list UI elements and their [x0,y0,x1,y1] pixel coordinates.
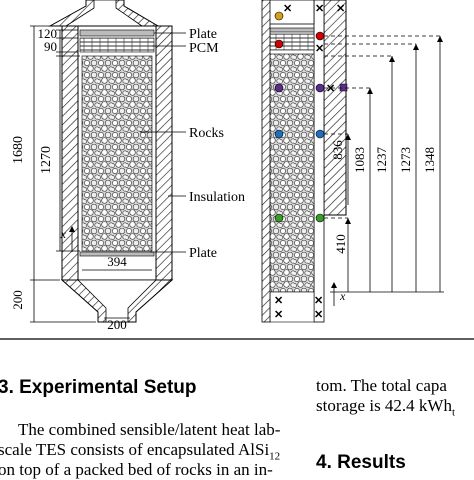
svg-text:✕: ✕ [274,309,283,321]
dim-836: 836 [330,140,345,160]
body-line-2-text: scale TES consists of encapsulated AlSi [0,440,270,459]
dim-1083: 1083 [352,147,367,173]
svg-text:✕: ✕ [326,83,335,95]
section-heading: 3. Experimental Setup [0,377,197,398]
body-line-2-subscript: 12 [269,450,281,463]
dim-1273: 1273 [398,147,413,173]
storage-figure: Plate PCM Rocks Insulation Plate 120 90 … [0,0,474,340]
dim-pcm: 90 [44,39,57,54]
label-rocks: Rocks [189,126,224,141]
dim-top-plate: 120 [38,26,58,41]
label-plate-bottom: Plate [189,246,217,261]
rock-bed [81,55,153,252]
right-insulation [323,0,347,216]
label-pcm: PCM [189,41,219,56]
dim-inner-width: 394 [107,254,127,269]
right-line-1: tom. The total capa [316,376,447,395]
label-insulation: Insulation [189,190,245,205]
svg-text:✕: ✕ [336,3,345,15]
body-line-3: on top of a packed bed of rocks in an in… [0,460,273,479]
dim-rocks: 1270 [39,146,54,174]
svg-text:✕: ✕ [314,295,323,307]
dim-outlet-width: 200 [107,317,127,332]
svg-text:✕: ✕ [274,295,283,307]
left-schematic: Plate PCM Rocks Insulation Plate 120 90 … [10,0,245,332]
svg-text:✕: ✕ [315,3,324,15]
axis-x-right: x [339,289,346,303]
svg-text:✕: ✕ [315,43,324,55]
right-line-2: storage is 42.4 kWht [316,396,455,422]
right-line-2-subscript: t [451,406,456,419]
body-line-2: scale TES consists of encapsulated AlSi1… [0,440,280,466]
dim-410: 410 [333,234,348,254]
svg-text:✕: ✕ [314,309,323,321]
right-rock-bed [269,53,315,293]
axis-x-left: x [60,227,67,241]
pcm-layer [79,37,155,53]
results-heading: 4. Results [316,452,406,473]
dim-total: 1680 [11,136,26,164]
label-plate-top: Plate [189,27,217,42]
right-schematic: ✕ ✕ ✕ ✕ ✕ ✕ ✕ ✕ ✕ [261,0,444,323]
plate-top [79,29,155,37]
dim-1237: 1237 [374,147,389,174]
plate-bottom [79,251,155,257]
right-line-2-text: storage is 42.4 kWh [316,396,452,415]
dim-1348: 1348 [422,147,437,173]
body-line-1: The combined sensible/latent heat lab- [18,420,281,439]
dim-cone-height: 200 [10,290,25,310]
svg-text:✕: ✕ [283,3,292,15]
